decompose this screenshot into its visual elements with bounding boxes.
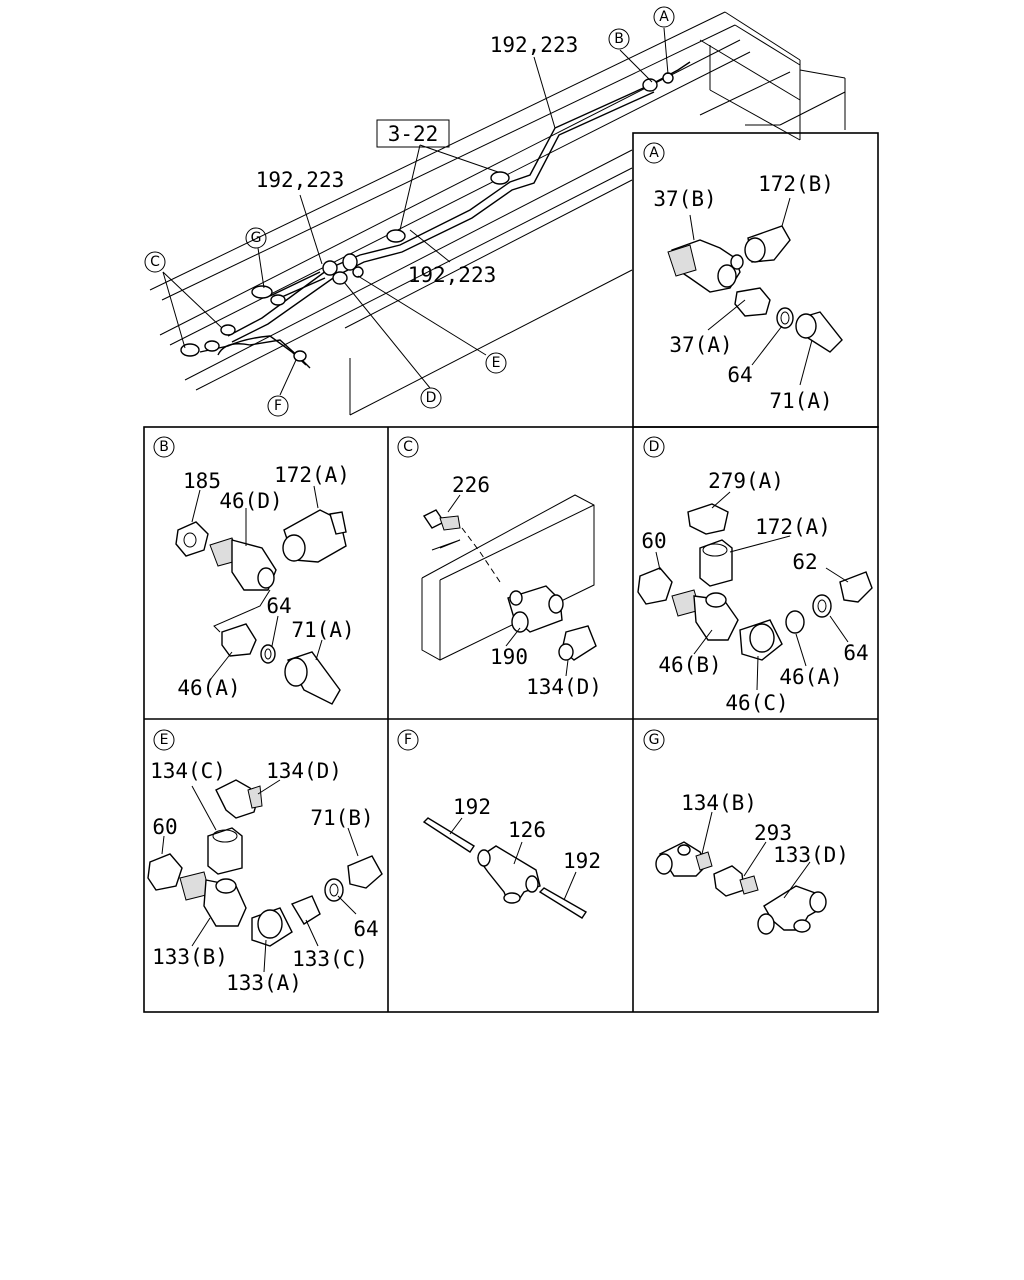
- panel-c-label-2: 190: [490, 645, 528, 669]
- panel-b-label-6: 46(A): [177, 676, 240, 700]
- panel-f-letter: F: [397, 729, 419, 751]
- panel-d-label-2: 172(A): [755, 515, 831, 539]
- main-letter-g: G: [245, 227, 267, 249]
- main-letter-d: D: [420, 387, 442, 409]
- main-fittings: [180, 72, 674, 362]
- panel-d-label-4: 62: [792, 550, 817, 574]
- panel-e-label-4: 71(B): [310, 806, 373, 830]
- panel-d: D 279(A) 172(A) 60 62 64 46(B) 46(A) 46(…: [637, 436, 873, 715]
- panel-f-label-2: 126: [508, 818, 546, 842]
- main-overview: 192,223 192,223 192,223 3-22 A B C G E D…: [144, 6, 846, 417]
- panel-e-label-2: 134(D): [266, 759, 342, 783]
- panel-e-label-3: 60: [152, 815, 177, 839]
- svg-text:A: A: [649, 145, 659, 161]
- svg-text:E: E: [160, 732, 169, 748]
- callout-ref: 3-22: [388, 122, 439, 146]
- panel-b-label-4: 64: [266, 594, 291, 618]
- panel-f-label-3: 192: [563, 849, 601, 873]
- panel-a-label-2: 172(B): [758, 172, 834, 196]
- panel-g: G 134(B) 293 133(D): [643, 729, 849, 935]
- panel-c-label-1: 226: [452, 473, 490, 497]
- svg-text:E: E: [492, 355, 501, 371]
- panel-grid: [143, 132, 879, 1013]
- panel-e-letter: E: [153, 729, 175, 751]
- brake-pipe-run: [199, 61, 691, 369]
- panel-b-label-1: 185: [183, 469, 221, 493]
- panel-a-label-3: 37(A): [669, 333, 732, 357]
- svg-text:F: F: [274, 398, 282, 414]
- panel-e-label-6: 133(B): [152, 945, 228, 969]
- main-letter-c: C: [144, 251, 166, 273]
- svg-text:G: G: [649, 732, 660, 748]
- panel-d-letter: D: [643, 436, 665, 458]
- ref-box: [376, 119, 450, 148]
- panel-a: A 37(B) 172(B) 37(A) 64 71(A): [643, 142, 843, 413]
- panel-g-label-1: 134(B): [681, 791, 757, 815]
- main-letter-e: E: [485, 352, 507, 374]
- panel-e-label-5: 64: [353, 917, 378, 941]
- panel-e-label-7: 133(C): [292, 947, 368, 971]
- panel-c-letter: C: [397, 436, 419, 458]
- panel-d-label-1: 279(A): [708, 469, 784, 493]
- panel-d-label-7: 46(A): [779, 665, 842, 689]
- panel-g-letter: G: [643, 729, 665, 751]
- svg-text:D: D: [649, 439, 660, 455]
- svg-text:C: C: [403, 439, 413, 455]
- panel-a-label-4: 64: [727, 363, 752, 387]
- svg-text:G: G: [251, 230, 262, 246]
- panel-f: F 192 126 192: [397, 729, 601, 919]
- panel-e-label-1: 134(C): [150, 759, 226, 783]
- panel-e-label-8: 133(A): [226, 971, 302, 995]
- panel-g-label-2: 293: [754, 821, 792, 845]
- main-letter-b: B: [608, 28, 630, 50]
- main-leaders: [162, 27, 669, 396]
- panel-b-label-5: 71(A): [291, 618, 354, 642]
- panel-b: B 185 172(A) 46(D) 64 71(A) 46(A): [153, 436, 355, 705]
- panel-b-label-3: 46(D): [219, 489, 282, 513]
- panel-g-label-3: 133(D): [773, 843, 849, 867]
- panel-e: E 134(C) 134(D) 60 71(B) 64 133(B) 133(C…: [147, 729, 383, 995]
- panel-a-label-5: 71(A): [769, 389, 832, 413]
- panel-b-label-2: 172(A): [274, 463, 350, 487]
- callout-pipe-top: 192,223: [490, 33, 579, 57]
- svg-text:C: C: [150, 254, 160, 270]
- callout-pipe-mid-right: 192,223: [408, 263, 497, 287]
- panel-b-letter: B: [153, 436, 175, 458]
- panel-d-label-8: 46(C): [725, 691, 788, 715]
- svg-text:B: B: [614, 31, 624, 47]
- svg-text:B: B: [159, 439, 169, 455]
- svg-text:D: D: [426, 390, 437, 406]
- panel-a-letter: A: [643, 142, 665, 164]
- svg-text:A: A: [659, 9, 669, 25]
- panel-f-label-1: 192: [453, 795, 491, 819]
- main-letter-f: F: [267, 395, 289, 417]
- panel-d-label-6: 46(B): [658, 653, 721, 677]
- panel-c: C 226 190 134(D): [397, 436, 602, 699]
- panel-d-label-3: 60: [641, 529, 666, 553]
- panel-a-label-1: 37(B): [653, 187, 716, 211]
- panel-c-label-3: 134(D): [526, 675, 602, 699]
- callout-pipe-mid-left: 192,223: [256, 168, 345, 192]
- svg-text:F: F: [404, 732, 412, 748]
- panel-d-label-5: 64: [843, 641, 868, 665]
- frame-rail: [149, 11, 846, 416]
- main-letter-a: A: [653, 6, 675, 28]
